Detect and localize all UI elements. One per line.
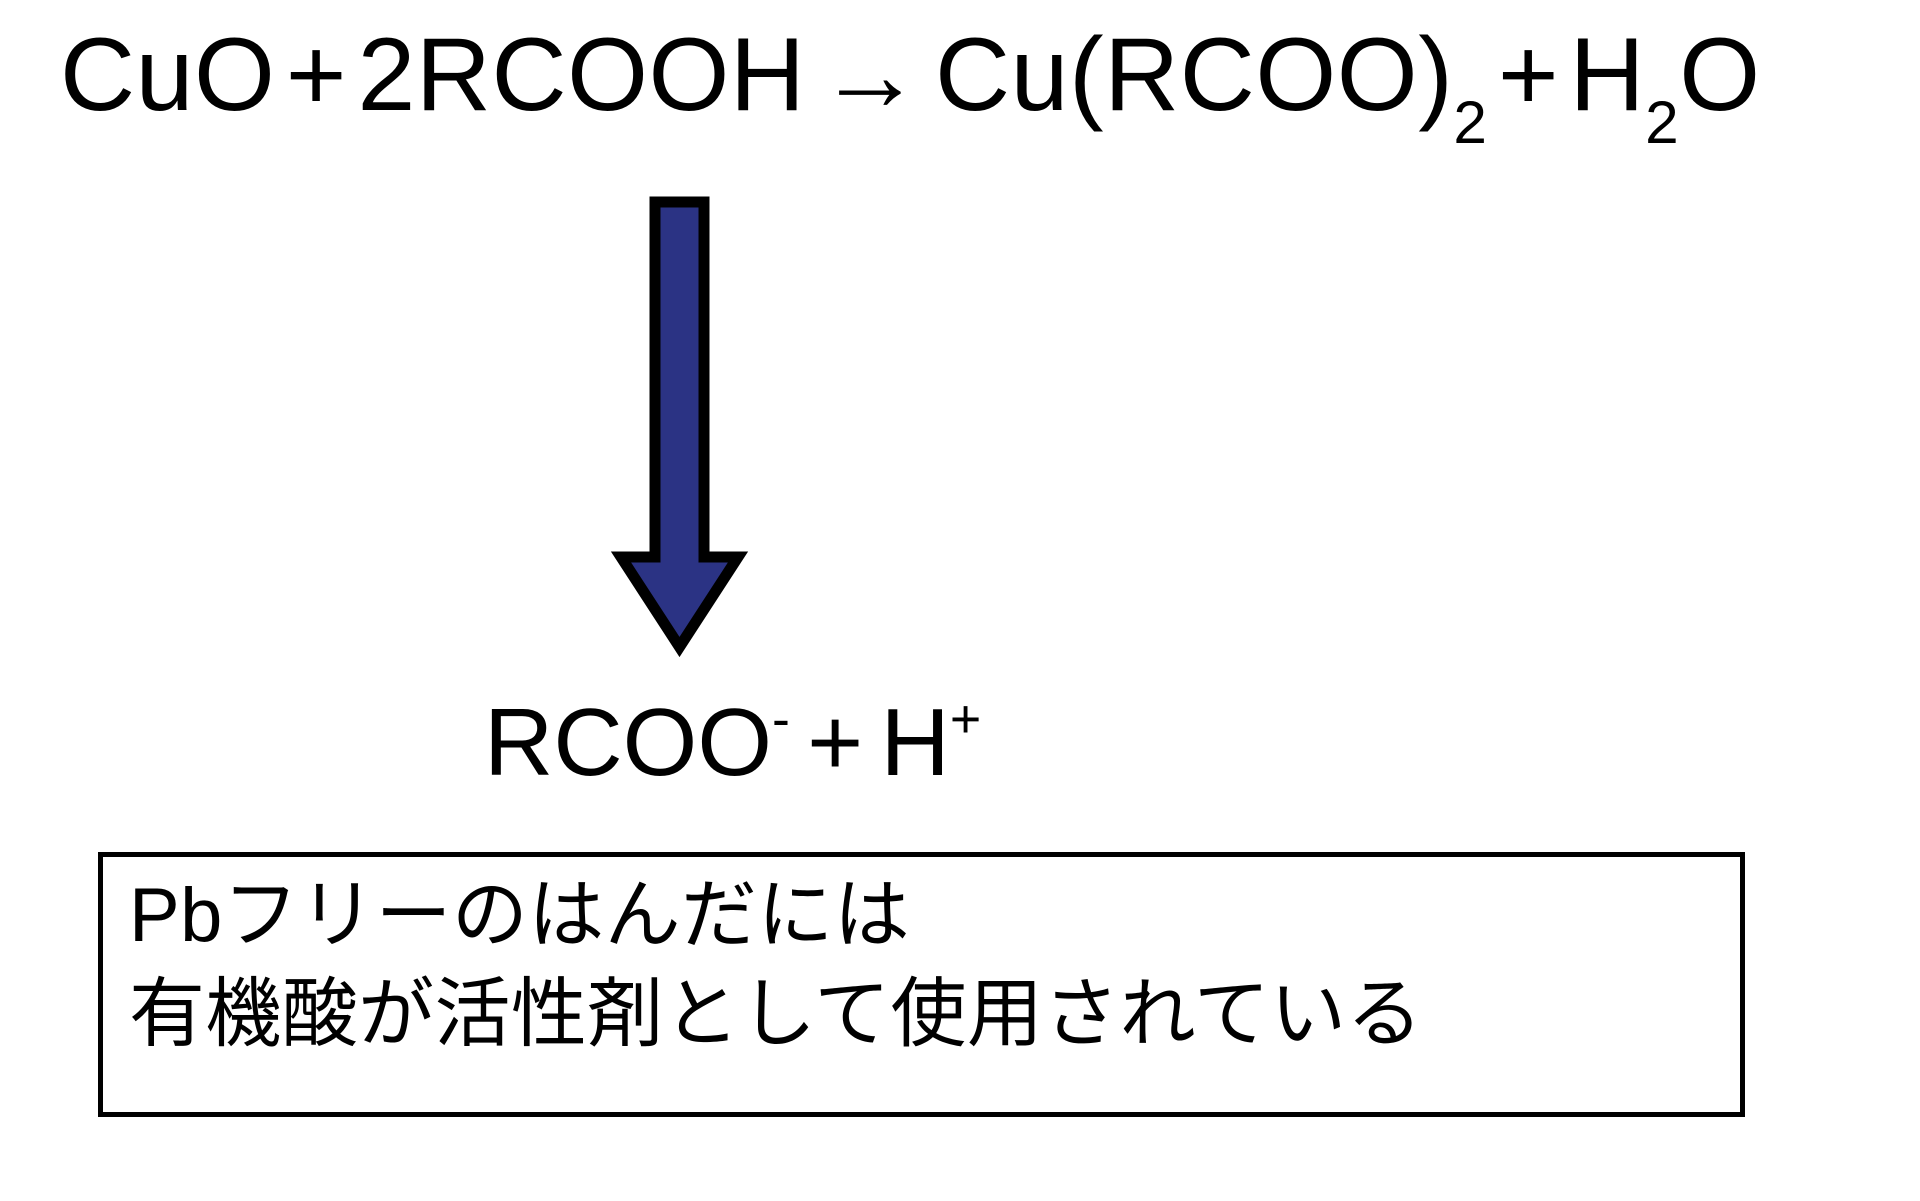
reaction-arrow-icon: → [818,17,923,133]
subscript-two-water: 2 [1645,87,1680,156]
carboxylate-ion: RCOO [484,689,772,796]
down-arrow-shape [610,196,749,658]
operator-plus-2: + [1497,17,1560,133]
superscript-minus: - [772,688,790,749]
product-water-o: O [1679,17,1761,133]
down-arrow-icon [607,196,752,658]
top-equation: CuO+2RCOOH→Cu(RCOO)2+H2O [60,14,1761,152]
reactant-rcooh: 2RCOOH [357,17,806,133]
subscript-two-carboxylate: 2 [1453,87,1488,156]
caption-line-2: 有機酸が活性剤として使用されている [129,971,1423,1057]
superscript-plus: + [949,688,982,749]
product-copper-carboxylate: Cu(RCOO) [935,17,1454,133]
caption-box: Pbフリーのはんだには 有機酸が活性剤として使用されている [98,852,1745,1117]
caption-text-block: Pbフリーのはんだには 有機酸が活性剤として使用されている [129,867,1730,1065]
product-water-h: H [1569,17,1646,133]
caption-line-1: Pbフリーのはんだには [129,873,911,958]
operator-plus-products: + [807,689,864,796]
proton-ion: H [880,689,950,796]
products-equation: RCOO-+H+ [484,688,981,798]
reactant-cuo: CuO [60,17,276,133]
operator-plus-1: + [285,17,348,133]
